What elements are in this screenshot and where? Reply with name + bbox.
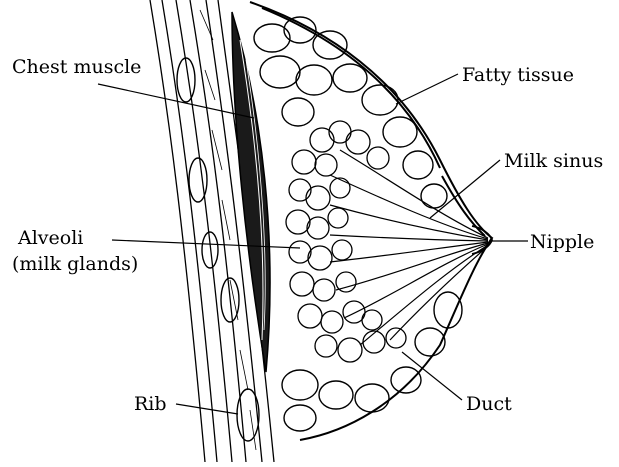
label-duct: Duct bbox=[466, 393, 512, 415]
label-milk-glands: (milk glands) bbox=[12, 253, 138, 275]
label-milk-sinus: Milk sinus bbox=[504, 150, 603, 172]
alveoli-clusters bbox=[286, 121, 406, 362]
fatty-tissue-cells bbox=[254, 17, 462, 431]
milk-ducts bbox=[330, 150, 488, 345]
label-alveoli: Alveoli bbox=[18, 227, 83, 249]
label-chest-muscle: Chest muscle bbox=[12, 56, 141, 78]
label-fatty-tissue: Fatty tissue bbox=[462, 64, 574, 86]
label-nipple: Nipple bbox=[530, 231, 594, 253]
leader-lines bbox=[98, 74, 528, 414]
label-rib: Rib bbox=[134, 393, 167, 415]
